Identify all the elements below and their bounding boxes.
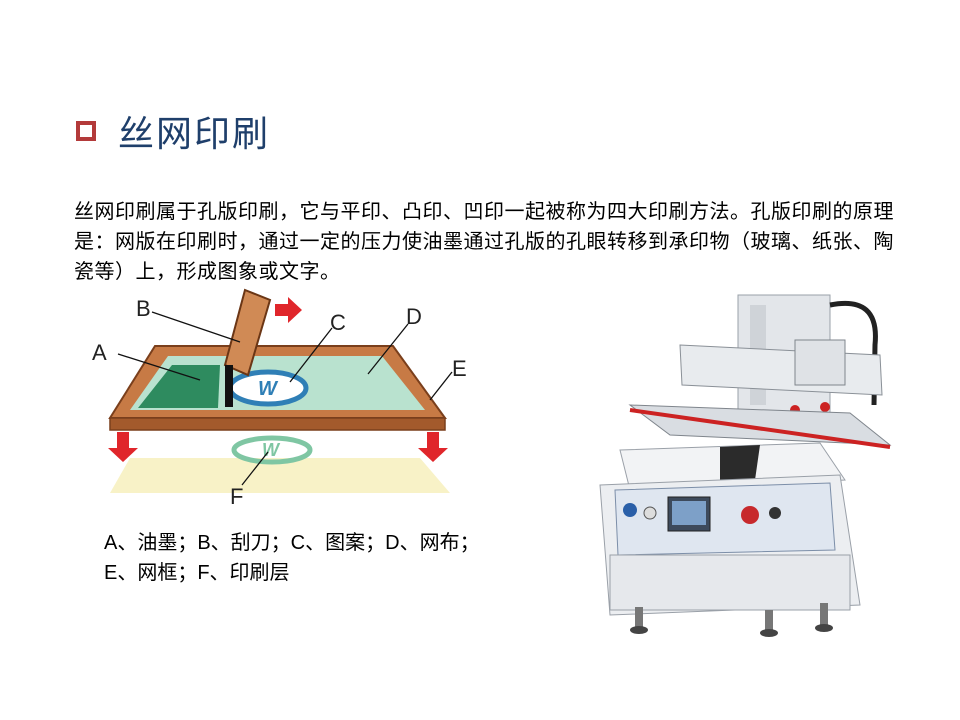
label-c: C (330, 310, 346, 335)
caption-line-2: E、网框；F、印刷层 (104, 562, 290, 584)
leader-d (367, 323, 409, 375)
label-e: E (452, 356, 467, 381)
down-arrow-right-icon (418, 432, 448, 462)
slide-title: 丝网印刷 (118, 114, 271, 155)
screen-printing-diagram: W W A B C D E F (92, 288, 467, 509)
printed-logo-letter: W (262, 440, 281, 460)
label-d: D (406, 304, 422, 329)
down-arrow-left-icon (108, 432, 138, 462)
leader-f (241, 451, 269, 486)
screen-printing-machine-image (599, 294, 892, 637)
leader-e (429, 371, 453, 401)
leader-b (151, 311, 241, 343)
right-arrow-icon (275, 297, 302, 323)
slide-title-row: 丝网印刷 (76, 108, 271, 155)
diagram-caption: A、油墨；B、刮刀；C、图案；D、网布； E、网框；F、印刷层 (104, 528, 480, 588)
squeegee (223, 288, 272, 377)
frame-side (109, 417, 446, 431)
leader-c (289, 327, 333, 383)
pattern-letter: W (258, 378, 279, 400)
ink (138, 365, 220, 408)
label-f: F (230, 484, 243, 509)
leader-a (117, 353, 201, 381)
printed-layer (110, 458, 450, 493)
caption-line-1: A、油墨；B、刮刀；C、图案；D、网布； (104, 532, 480, 554)
printed-logo-ring (231, 435, 313, 465)
intro-paragraph: 丝网印刷属于孔版印刷，它与平印、凸印、凹印一起被称为四大印刷方法。孔版印刷的原理… (74, 199, 894, 283)
squeegee-blade (225, 365, 233, 407)
label-a: A (92, 340, 107, 365)
label-b: B (136, 296, 151, 321)
square-bullet-icon (76, 121, 96, 141)
